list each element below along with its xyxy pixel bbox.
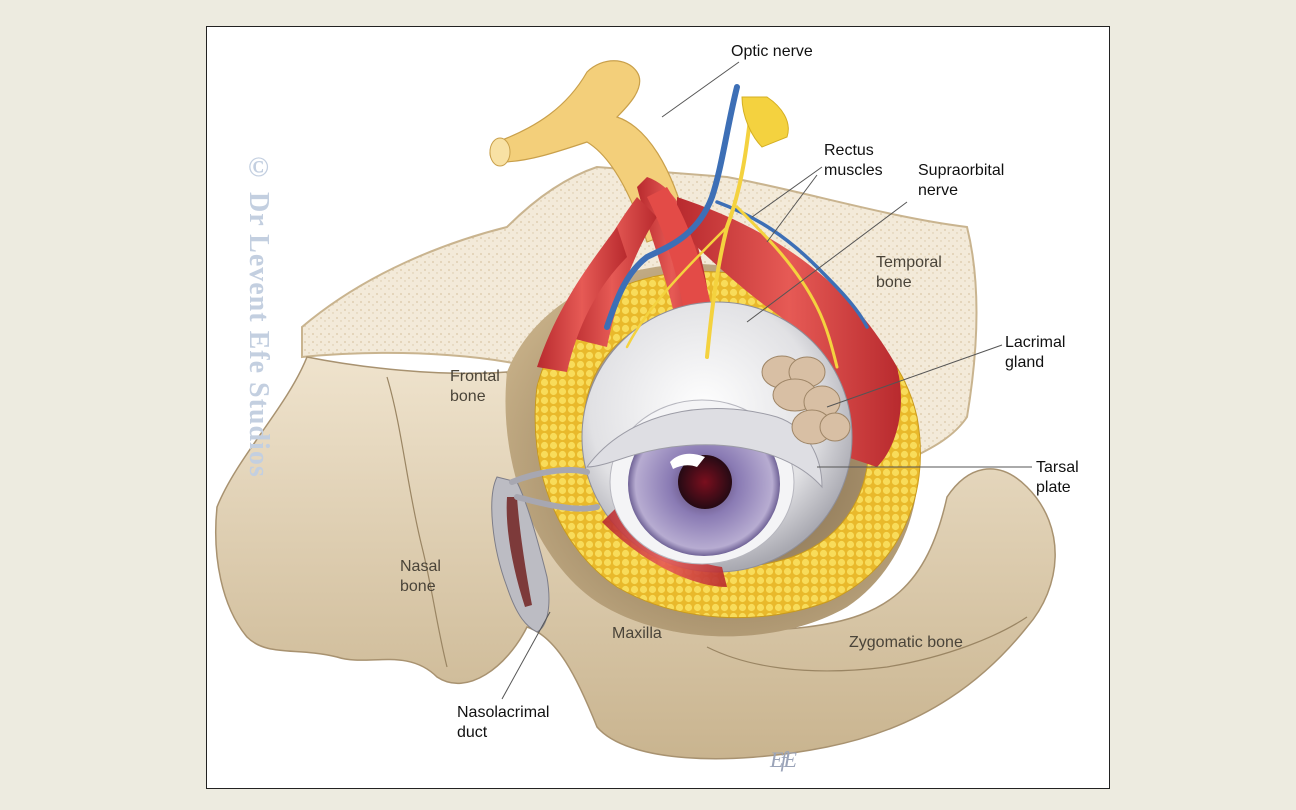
leader-lines — [501, 61, 1032, 700]
ophthalmic-vein — [604, 84, 740, 330]
label-optic-nerve: Optic nerve — [731, 43, 813, 60]
label-lacrimal-gland: Lacrimal gland — [1005, 334, 1066, 371]
eye-anatomy-illustration — [215, 60, 1056, 760]
lacrimal-gland — [761, 355, 851, 445]
label-temporal-bone: Temporal bone — [876, 254, 942, 291]
label-zygomatic-bone: Zygomatic bone — [849, 634, 963, 651]
label-maxilla: Maxilla — [612, 625, 662, 642]
label-tarsal-plate: Tarsal plate — [1036, 459, 1079, 496]
maxilla-suture — [706, 616, 1028, 672]
label-supraorbital-nerve: Supraorbital nerve — [918, 162, 1005, 199]
nerve-bundle — [741, 96, 789, 148]
label-frontal-bone: Frontal bone — [450, 368, 500, 405]
optic-nerve — [489, 60, 688, 243]
label-rectus-muscles: Rectus muscles — [824, 142, 883, 179]
label-nasolacrimal-duct: Nasolacrimal duct — [457, 704, 550, 741]
optic-nerve-cut-end — [489, 137, 511, 167]
nasal-suture — [386, 376, 448, 668]
nerve-branch — [735, 205, 839, 369]
lacrimal-canaliculus — [509, 467, 600, 512]
nasolacrimal-duct-inner — [506, 497, 532, 607]
pupil — [678, 455, 732, 509]
upper-eyelid-tarsal-plate — [586, 408, 823, 489]
watermark-text: © Dr Levent Efe Studios — [243, 152, 274, 478]
cornea-reflection — [670, 453, 705, 469]
label-nasal-bone: Nasal bone — [400, 558, 441, 595]
illustration-frame: © Dr Levent Efe Studios Optic nerve Rect… — [206, 26, 1110, 789]
nerve-branch-2 — [625, 225, 729, 349]
artist-signature: EfE — [770, 747, 797, 772]
